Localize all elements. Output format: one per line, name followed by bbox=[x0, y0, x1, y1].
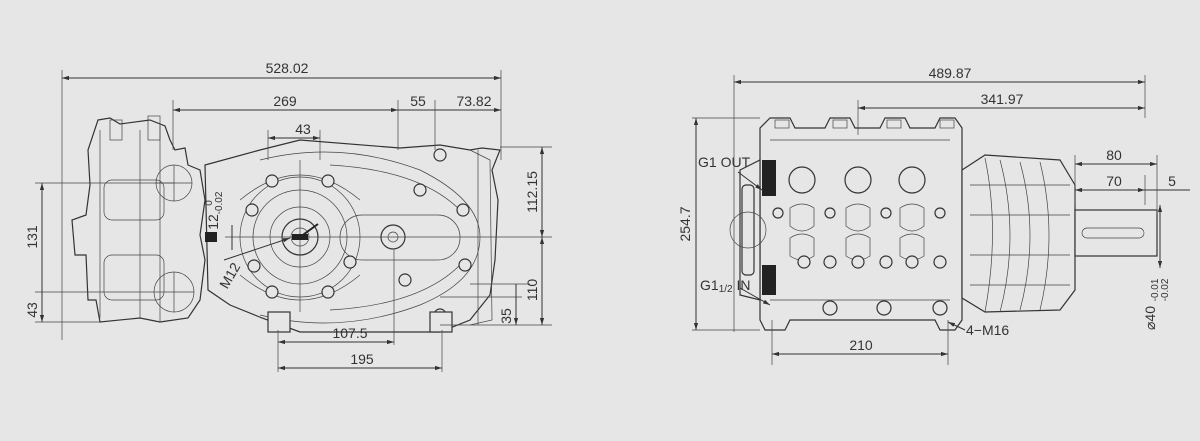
pump-front-view bbox=[729, 117, 1158, 331]
dim-528-02: 528.02 bbox=[266, 60, 309, 76]
dim-112-15: 112.15 bbox=[524, 171, 540, 213]
pump-side-view bbox=[71, 115, 501, 333]
dim-5: 5 bbox=[1168, 173, 1176, 189]
side-view-dimensions: 528.02 269 55 73.82 43 112.15 110 35 131… bbox=[24, 60, 552, 372]
tol-shaft-upper: -0.01 bbox=[1150, 278, 1161, 301]
label-outlet: G1 OUT bbox=[698, 154, 751, 170]
dim-195: 195 bbox=[350, 351, 374, 367]
dim-107-5: 107.5 bbox=[332, 325, 367, 341]
label-inlet: G11/2 IN bbox=[700, 277, 750, 295]
dim-489-87: 489.87 bbox=[929, 65, 972, 81]
dim-341-97: 341.97 bbox=[981, 91, 1024, 107]
dim-210: 210 bbox=[849, 337, 873, 353]
dim-35: 35 bbox=[498, 308, 514, 324]
dim-70: 70 bbox=[1106, 173, 1122, 189]
dim-key-12: 12 bbox=[205, 214, 221, 230]
front-view-dimensions: 489.87 341.97 254.7 80 70 5 ⌀40 -0.01 -0… bbox=[677, 65, 1190, 365]
dim-43-left: 43 bbox=[24, 302, 40, 318]
dim-110: 110 bbox=[524, 279, 540, 302]
label-bolts: 4−M16 bbox=[966, 322, 1009, 338]
tol-shaft-lower: -0.02 bbox=[1160, 278, 1171, 301]
tol-key-upper: 0 bbox=[204, 200, 215, 206]
dim-269: 269 bbox=[273, 93, 297, 109]
dim-131: 131 bbox=[24, 225, 40, 249]
dim-73-82: 73.82 bbox=[456, 93, 491, 109]
dim-55: 55 bbox=[410, 93, 426, 109]
dim-shaft-dia: ⌀40 bbox=[1142, 306, 1158, 330]
dim-254-7: 254.7 bbox=[677, 206, 693, 241]
tol-key-lower: -0.02 bbox=[214, 191, 225, 214]
dim-80: 80 bbox=[1106, 147, 1122, 163]
dim-43-top: 43 bbox=[295, 121, 311, 137]
